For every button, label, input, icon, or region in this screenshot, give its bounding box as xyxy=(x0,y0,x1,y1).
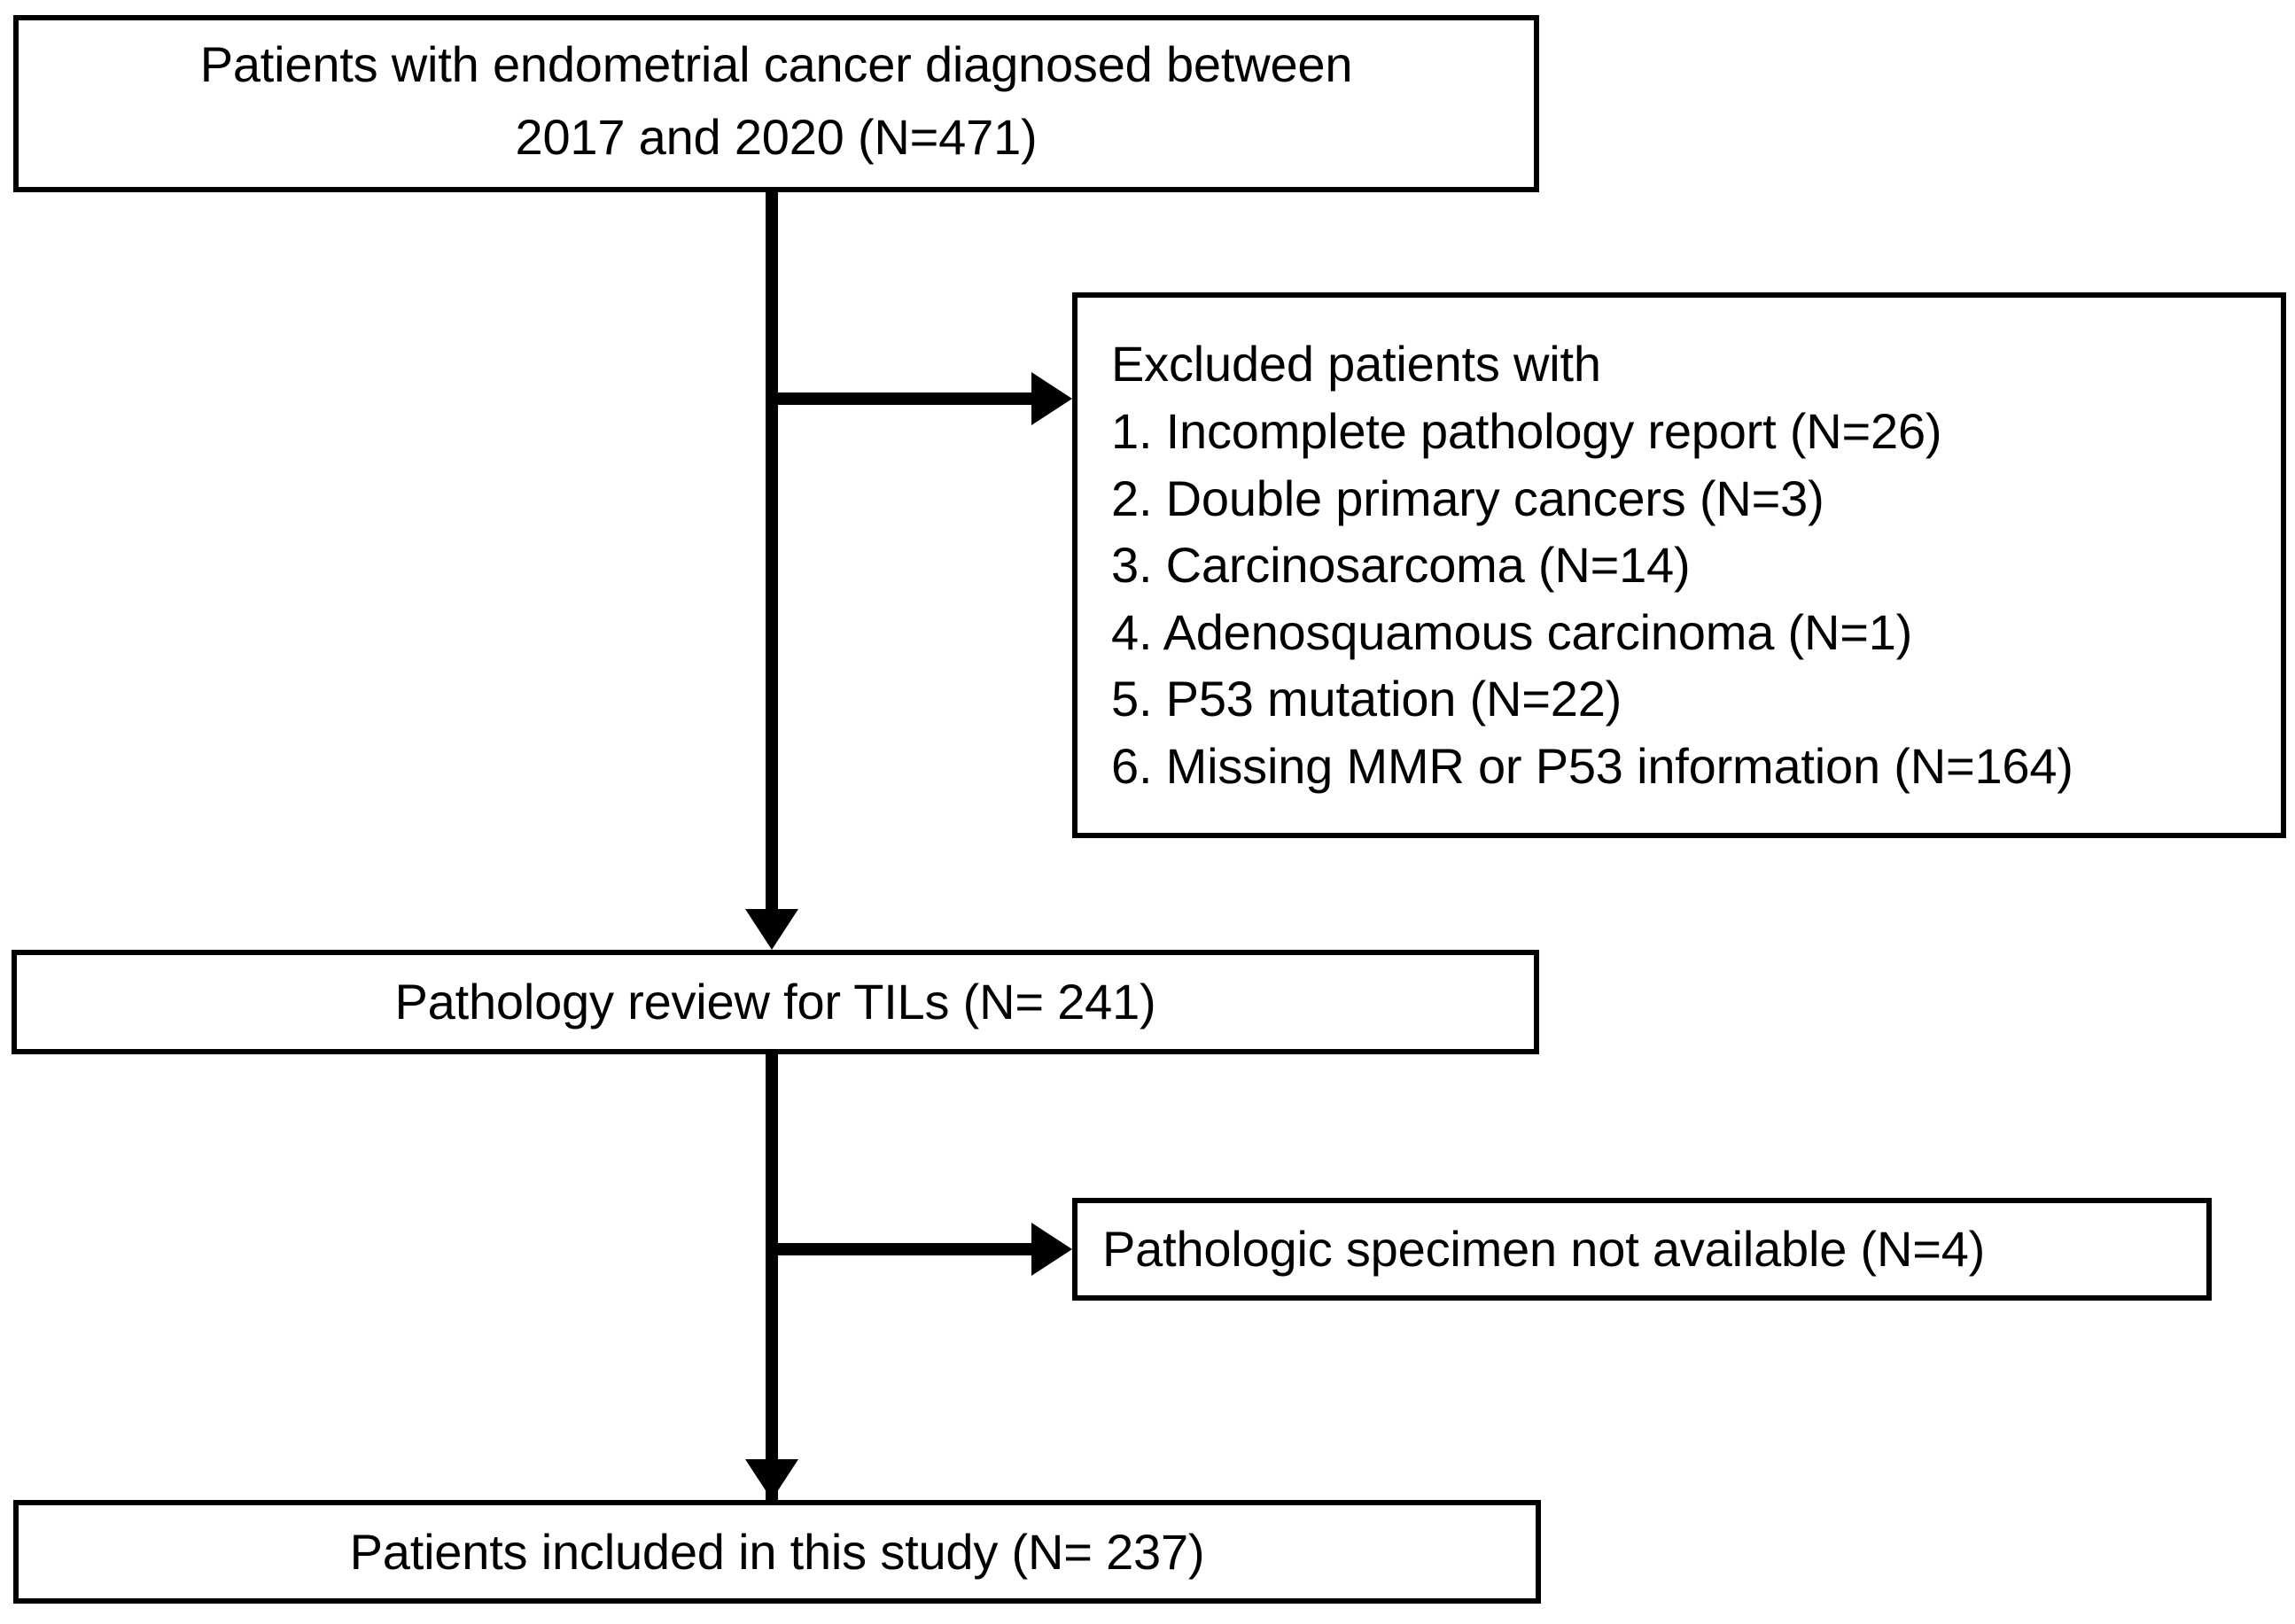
pathology-review-line-1: Pathology review for TILs (N= 241) xyxy=(394,974,1156,1030)
excluded-heading: Excluded patients with xyxy=(1111,336,1601,392)
included-patients-box: Patients included in this study (N= 237) xyxy=(13,1500,1541,1604)
excluded-item-4: 4. Adenosquamous carcinoma (N=1) xyxy=(1111,603,1913,660)
excluded-item-2: 2. Double primary cancers (N=3) xyxy=(1111,470,1824,526)
excluded-item-1: 1. Incomplete pathology report (N=26) xyxy=(1111,403,1942,460)
arrowhead-down-to-included xyxy=(745,1459,798,1500)
no-specimen-box: Pathologic specimen not available (N=4) xyxy=(1072,1198,2212,1301)
excluded-item-6: 6. Missing MMR or P53 information (N=164… xyxy=(1111,737,2073,794)
arrowhead-right-to-no-specimen xyxy=(1031,1223,1072,1276)
source-cohort-line-2: 2017 and 2020 (N=471) xyxy=(515,109,1038,165)
source-cohort-box: Patients with endometrial cancer diagnos… xyxy=(13,15,1539,192)
excluded-item-3: 3. Carcinosarcoma (N=14) xyxy=(1111,537,1691,594)
connector-to-excluded xyxy=(772,392,1034,405)
pathology-review-box: Pathology review for TILs (N= 241) xyxy=(12,950,1539,1054)
source-cohort-line-1: Patients with endometrial cancer diagnos… xyxy=(199,36,1353,93)
arrowhead-down-to-review xyxy=(745,909,798,950)
excluded-patients-box: Excluded patients with 1. Incomplete pat… xyxy=(1072,292,2286,838)
connector-review-to-included xyxy=(766,1054,778,1550)
connector-source-to-review xyxy=(766,192,778,910)
no-specimen-line-1: Pathologic specimen not available (N=4) xyxy=(1102,1221,1986,1278)
included-patients-line-1: Patients included in this study (N= 237) xyxy=(349,1523,1205,1580)
connector-to-no-specimen xyxy=(772,1243,1034,1255)
excluded-item-5: 5. P53 mutation (N=22) xyxy=(1111,671,1622,727)
arrowhead-right-to-excluded xyxy=(1031,372,1072,425)
